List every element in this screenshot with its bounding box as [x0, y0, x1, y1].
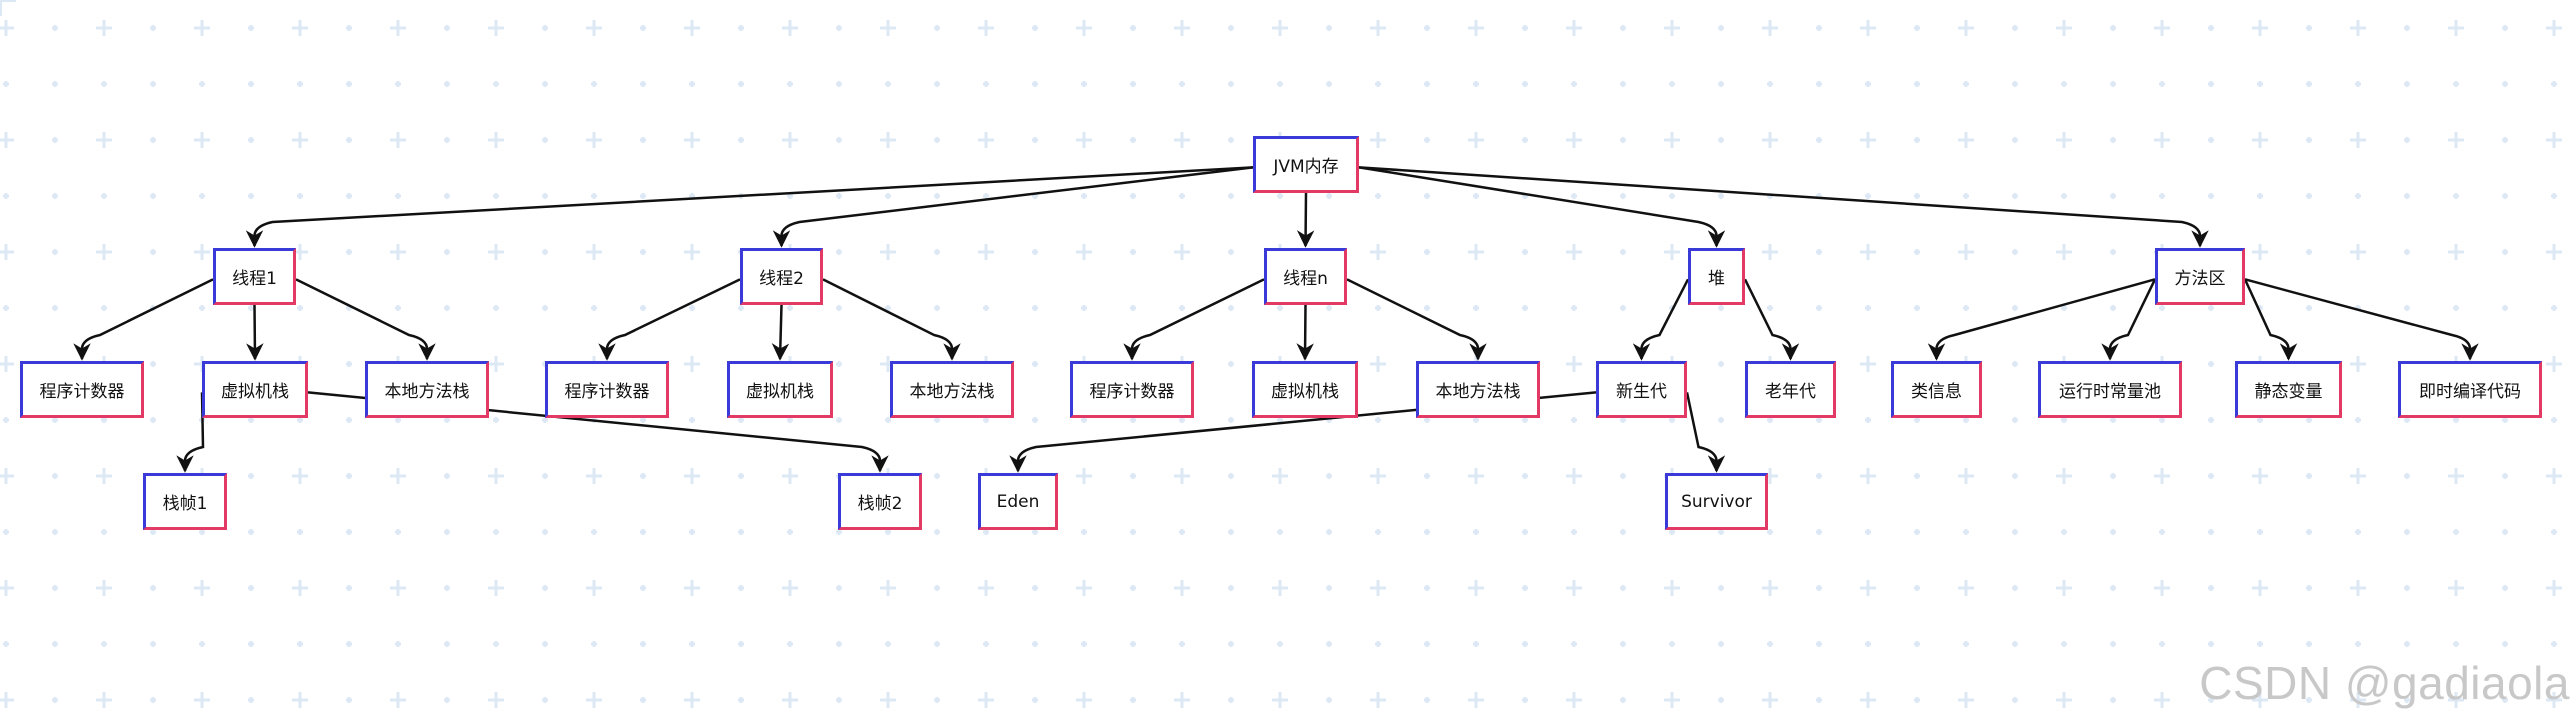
- node-survivor[interactable]: Survivor: [1665, 473, 1768, 530]
- edge-method_area-to-class_info: [1927, 278, 2156, 361]
- watermark: CSDN @gadiaola: [2199, 657, 2570, 709]
- node-vm-stack-2[interactable]: 虚拟机栈: [727, 361, 833, 418]
- node-program-counter-1[interactable]: 程序计数器: [20, 361, 144, 418]
- edge-method_area-to-jit_code: [2244, 278, 2479, 361]
- edge-jvm-to-heap: [1358, 166, 1726, 248]
- edge-jvm-to-thread1: [245, 166, 1254, 248]
- edge-jvm-to-method_area: [1358, 166, 2209, 248]
- edge-thread2-to-t2_vm_stack: [771, 304, 790, 361]
- edge-thread1-to-t1_native_stack: [295, 278, 436, 361]
- edge-t1_vm_stack-to-frame1: [176, 392, 205, 473]
- edge-jvm-to-threadn: [1296, 192, 1315, 248]
- edge-young_gen-to-survivor: [1685, 392, 1726, 473]
- edge-method_area-to-static_vars: [2243, 278, 2298, 361]
- edge-threadn-to-tn_pc: [1123, 278, 1265, 361]
- edge-t1_vm_stack-to-frame2: [307, 391, 889, 473]
- node-stack-frame-2[interactable]: 栈帧2: [838, 473, 922, 530]
- node-program-counter-2[interactable]: 程序计数器: [545, 361, 669, 418]
- node-eden[interactable]: Eden: [978, 473, 1058, 530]
- node-heap[interactable]: 堆: [1688, 248, 1745, 305]
- node-native-stack-1[interactable]: 本地方法栈: [365, 361, 489, 418]
- node-thread-n[interactable]: 线程n: [1264, 248, 1347, 305]
- node-method-area[interactable]: 方法区: [2155, 248, 2245, 305]
- node-young-generation[interactable]: 新生代: [1596, 361, 1687, 418]
- edge-method_area-to-runtime_const_pool: [2101, 278, 2157, 361]
- edge-threadn-to-tn_vm_stack: [1296, 304, 1314, 361]
- node-jvm-memory[interactable]: JVM内存: [1253, 136, 1359, 193]
- node-vm-stack-1[interactable]: 虚拟机栈: [202, 361, 308, 418]
- edge-jvm-to-thread2: [772, 166, 1254, 248]
- node-static-variables[interactable]: 静态变量: [2235, 361, 2342, 418]
- node-thread-2[interactable]: 线程2: [740, 248, 823, 305]
- edge-thread2-to-t2_pc: [598, 278, 741, 361]
- node-jit-compiled-code[interactable]: 即时编译代码: [2398, 361, 2542, 418]
- node-stack-frame-1[interactable]: 栈帧1: [143, 473, 227, 530]
- node-old-generation[interactable]: 老年代: [1745, 361, 1836, 418]
- node-native-stack-n[interactable]: 本地方法栈: [1416, 361, 1540, 418]
- node-vm-stack-n[interactable]: 虚拟机栈: [1252, 361, 1358, 418]
- edge-young_gen-to-eden: [1009, 391, 1597, 473]
- node-class-info[interactable]: 类信息: [1891, 361, 1982, 418]
- node-program-counter-n[interactable]: 程序计数器: [1070, 361, 1194, 418]
- edge-thread1-to-t1_pc: [73, 278, 214, 361]
- node-runtime-constant-pool[interactable]: 运行时常量池: [2038, 361, 2182, 418]
- node-native-stack-2[interactable]: 本地方法栈: [890, 361, 1014, 418]
- edge-thread1-to-t1_vm_stack: [246, 304, 264, 361]
- edge-thread2-to-t2_native_stack: [822, 278, 961, 361]
- edge-heap-to-old_gen: [1743, 278, 1800, 361]
- edge-heap-to-young_gen: [1632, 278, 1690, 361]
- node-thread-1[interactable]: 线程1: [213, 248, 296, 305]
- edge-threadn-to-tn_native_stack: [1346, 278, 1487, 361]
